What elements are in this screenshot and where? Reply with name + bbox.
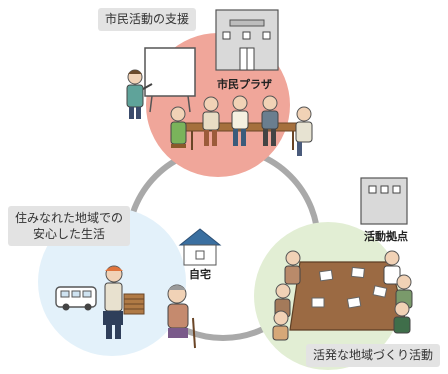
- right-caption: 活発な地域づくり活動: [306, 344, 441, 367]
- home-label: 自宅: [189, 268, 211, 281]
- workshop-table: [289, 261, 409, 331]
- activity-base-label: 活動拠点: [364, 230, 408, 243]
- elderly-woman-figure: [167, 284, 196, 349]
- plaza-building-icon: [215, 9, 279, 71]
- left-caption: 住みなれた地域での 安心した生活: [8, 206, 131, 246]
- home-house-icon: [178, 228, 222, 266]
- delivery-worker-figure: [103, 265, 123, 339]
- whiteboard-icon: [144, 47, 196, 113]
- left-caption-line1: 住みなれた地域での: [15, 211, 124, 225]
- building-name-label: 市民プラザ: [217, 78, 272, 91]
- meeting-people: [170, 95, 313, 156]
- lunch-boxes-icon: [123, 293, 145, 315]
- workshop-people: [272, 250, 413, 341]
- left-caption-line2: 安心した生活: [33, 227, 106, 241]
- activity-base-building-icon: [360, 177, 408, 225]
- presenter-figure: [126, 69, 153, 119]
- top-caption: 市民活動の支援: [98, 8, 197, 31]
- delivery-van-icon: [55, 286, 97, 311]
